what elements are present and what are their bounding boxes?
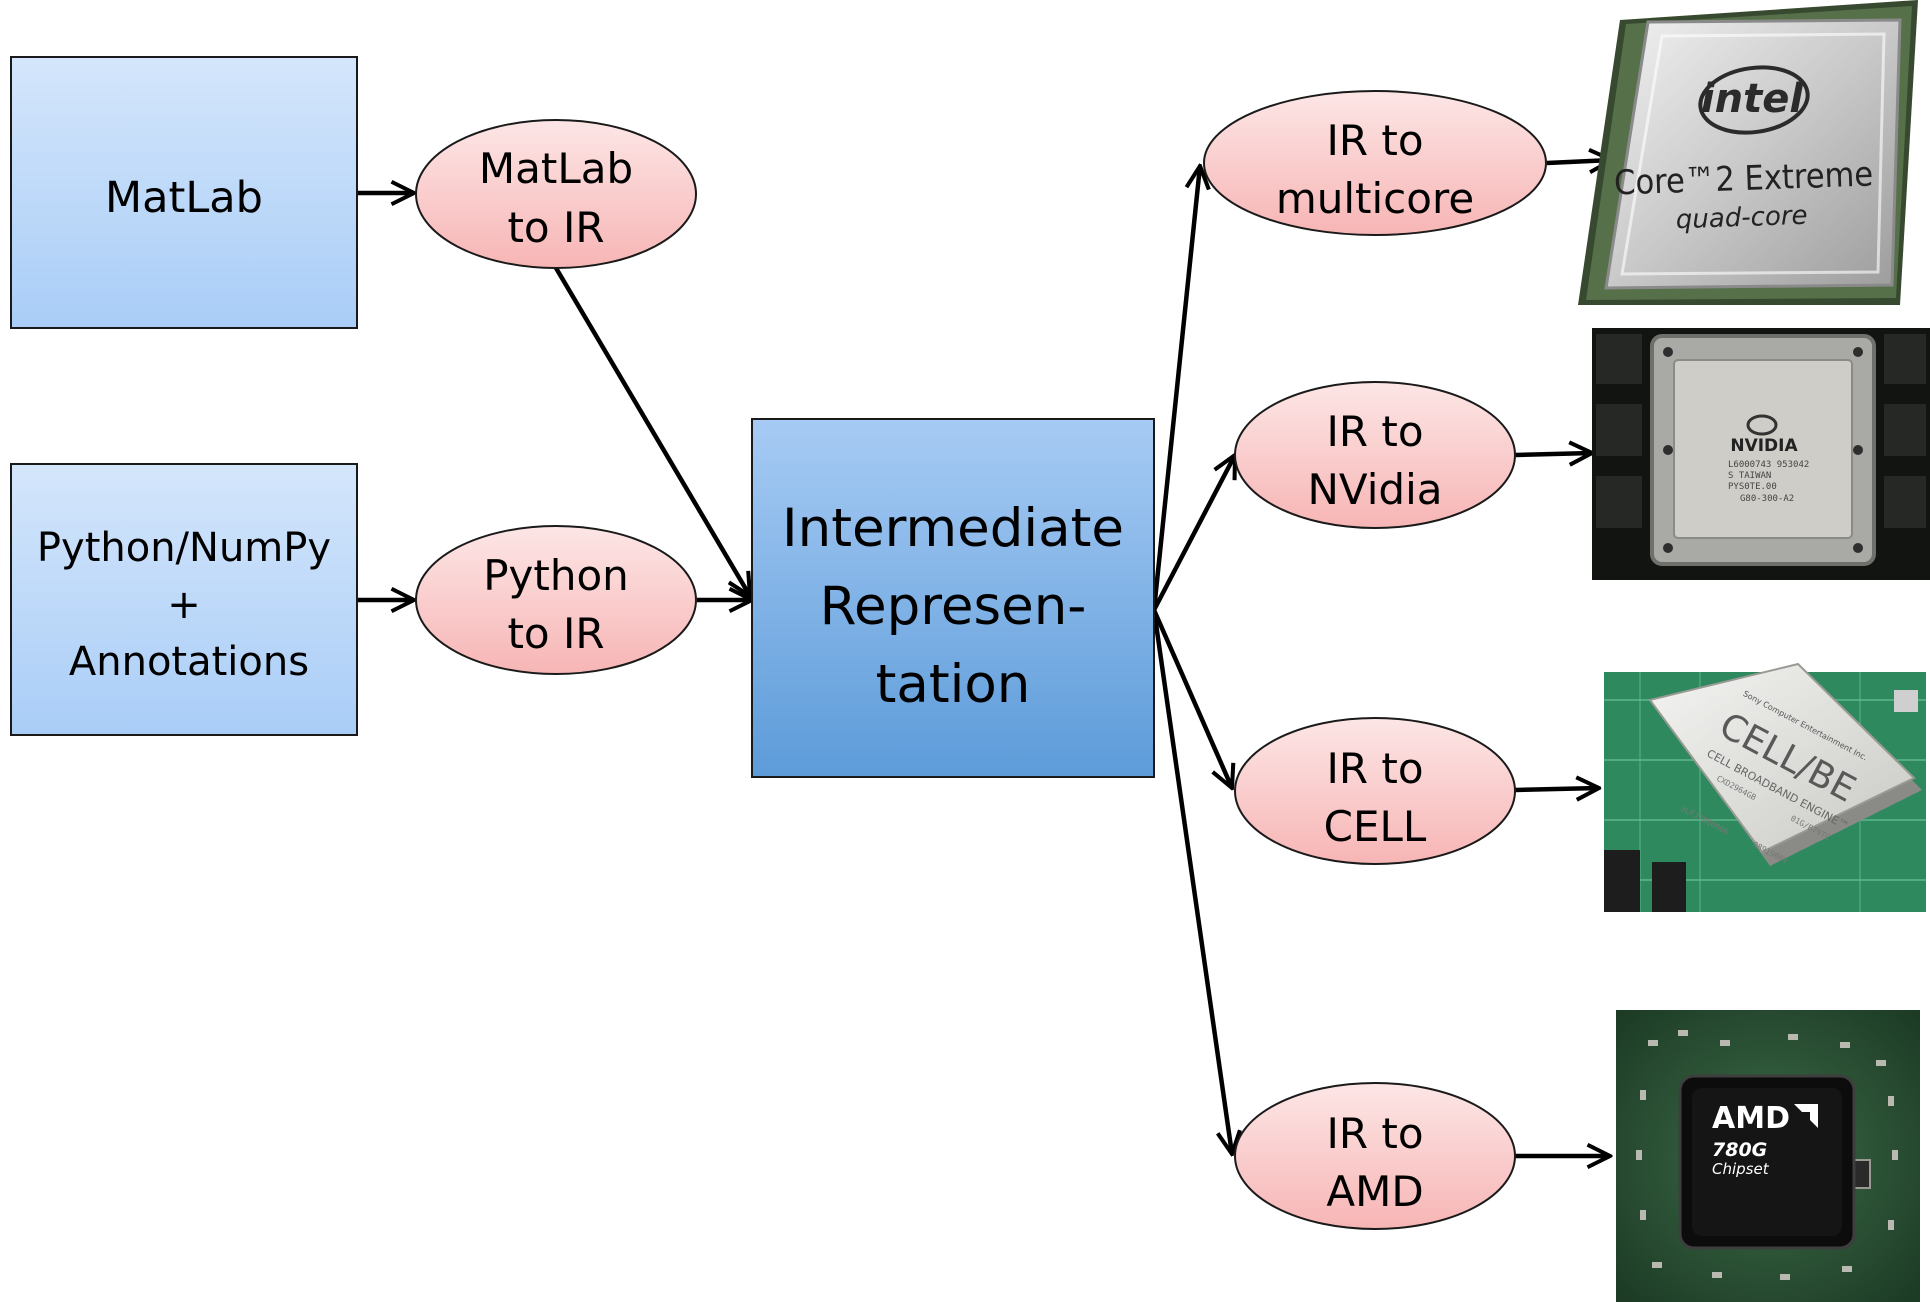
frontend-oval-python: Python to IR [415,525,697,675]
cell-chip-image: Sony Computer Entertainment Inc. CELL/BE… [1604,662,1926,912]
nvidia-code-line-2: S TAIWAN [1728,471,1771,481]
arrow-ir-to-amd [1151,609,1232,1154]
nvidia-code-line-4: G80-300-A2 [1740,494,1794,504]
arrow-ir-to-cell [1151,609,1232,788]
arrow-nvidia-to-gpu [1514,453,1592,455]
amd-capacitors [1636,1030,1898,1280]
nvidia-brand-text: NVIDIA [1730,436,1798,456]
amd-arrow-logo [1794,1104,1818,1128]
source-box-python: Python/NumPy + Annotations [10,463,358,736]
frontend-oval-matlab: MatLab to IR [415,119,697,269]
arrow-ir-to-multicore [1151,166,1200,611]
ir-box: Intermediate Represen- tation [751,418,1155,778]
connector-arrows [357,160,1612,1156]
arrow-ir-to-nvidia [1152,455,1235,612]
frontend-label-line-2: to IR [507,203,604,252]
intel-sub-text: quad-core [1675,201,1808,236]
backend-label-line-1: IR to [1326,407,1423,456]
source-label-matlab: MatLab [105,173,263,223]
backend-oval-multicore: IR to multicore [1203,90,1547,236]
source-label-line-2: + [167,582,201,628]
backend-oval-nvidia: IR to NVidia [1234,381,1516,529]
backend-label-line-1: IR to [1326,116,1423,165]
ir-label-line-2: Represen- [820,576,1087,637]
amd-model-text: 780G [1712,1139,1767,1161]
arrow-matlab-ir-to-ir [554,266,750,596]
source-label-line-1: Python/NumPy [37,525,331,571]
backend-label-line-2: AMD [1326,1167,1423,1216]
frontend-label-line-1: Python [483,551,629,600]
frontend-label-line-2: to IR [507,609,604,658]
intel-chip-image: intel Core™2 Extreme quad-core [1578,0,1918,305]
frontend-label-line-1: MatLab [479,144,633,193]
source-label-line-3: Annotations [69,639,309,685]
arrow-cell-to-chip [1514,788,1599,790]
ir-label-line-3: tation [876,654,1031,715]
backend-label-line-2: CELL [1324,802,1427,851]
nvidia-code-line-3: PYS0TE.00 [1728,482,1777,492]
backend-label-line-1: IR to [1326,744,1423,793]
backend-oval-amd: IR to AMD [1234,1082,1516,1230]
ir-label-line-1: Intermediate [782,498,1124,559]
backend-label-line-1: IR to [1326,1109,1423,1158]
nvidia-gpu-image: NVIDIA L6000743 953042 S TAIWAN PYS0TE.0… [1592,328,1930,580]
backend-oval-cell: IR to CELL [1234,717,1516,865]
nvidia-code-line-1: L6000743 953042 [1728,460,1809,470]
source-box-matlab: MatLab [10,56,358,329]
intel-product-text: Core™2 Extreme [1613,154,1873,203]
amd-brand-text: AMD [1712,1101,1790,1136]
amd-chip-image: AMD 780G Chipset [1616,1010,1920,1302]
backend-label-line-2: NVidia [1308,465,1443,514]
intel-brand-text: intel [1701,76,1804,122]
amd-sub-text: Chipset [1712,1160,1770,1178]
backend-label-line-2: multicore [1276,174,1474,223]
